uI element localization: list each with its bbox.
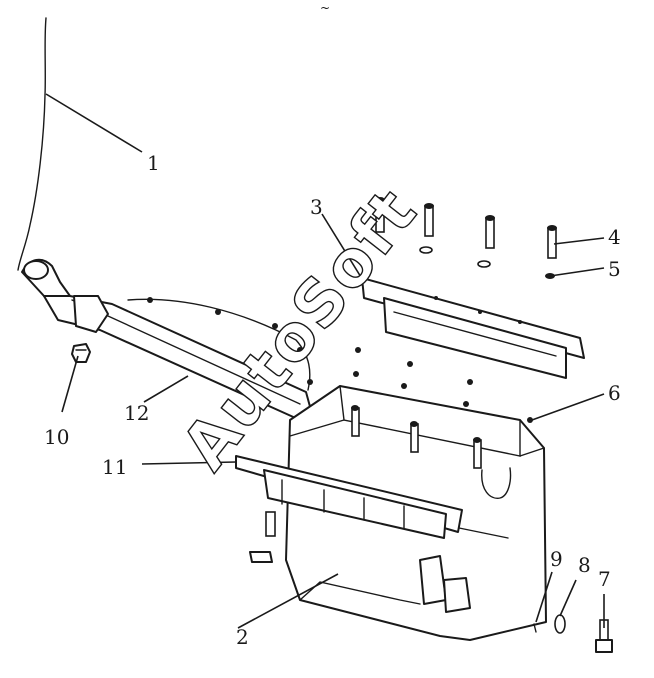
bolt [369, 197, 385, 244]
callout-10: 10 [44, 425, 69, 449]
washer-part-8 [554, 614, 566, 634]
callout-1: 1 [147, 151, 160, 175]
tank-bolt [351, 405, 482, 469]
callout-3: 3 [310, 195, 323, 219]
cap-part-10 [71, 343, 91, 363]
nuts-part-6 [353, 347, 533, 423]
bolt [547, 225, 557, 259]
bolt [477, 215, 495, 268]
callout-9: 9 [550, 547, 563, 571]
small-bolt-left [249, 511, 276, 563]
filler-neck-tube [43, 295, 313, 421]
leader-lines [45, 93, 605, 629]
callout-7: 7 [598, 567, 611, 591]
bolts-part-4 [369, 197, 557, 279]
callout-11: 11 [102, 455, 127, 479]
filler-hose [17, 17, 71, 307]
bolt [419, 203, 434, 254]
mounting-bracket [361, 277, 585, 379]
top-mark: ~ [320, 1, 330, 15]
callout-6: 6 [608, 381, 621, 405]
pin-part-9 [533, 623, 537, 633]
callout-labels: 1 2 3 4 5 6 7 8 9 10 11 12 [44, 151, 621, 649]
callout-5: 5 [608, 257, 621, 281]
callout-4: 4 [608, 225, 621, 249]
callout-8: 8 [578, 553, 591, 577]
callout-2: 2 [236, 625, 249, 649]
lower-strap [235, 455, 463, 539]
callout-12: 12 [124, 401, 149, 425]
